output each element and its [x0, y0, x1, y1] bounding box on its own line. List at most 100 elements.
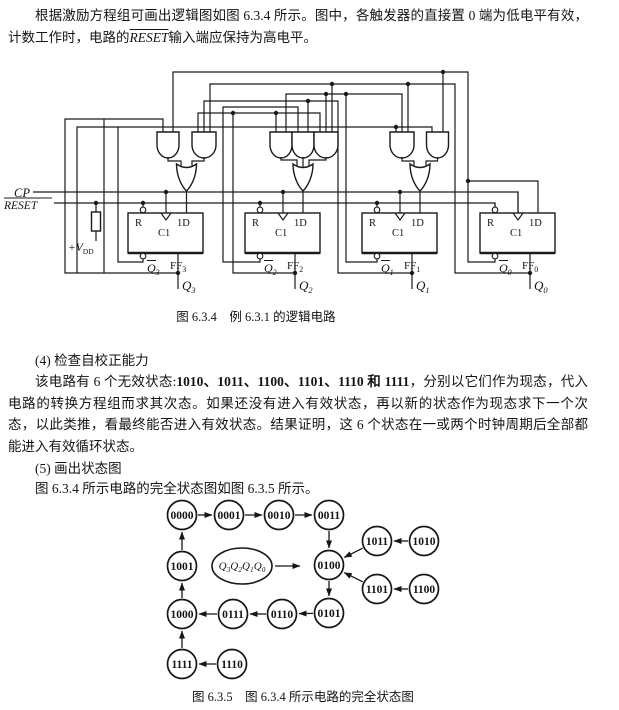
state-node-0011	[313, 499, 345, 531]
logic-circuit-figure: CP RESET +VDD R C1 1D Q3 FF3	[3, 69, 556, 295]
flipflop-ff0: R C1 1D Q0 FF0	[479, 206, 556, 277]
state-label-1011: 1011	[366, 536, 389, 548]
d-label: 1D	[529, 218, 542, 229]
invalid-states-list: 1010、1011、1100、1101、1110 和 1111	[176, 374, 410, 389]
state-node-1100	[408, 573, 440, 605]
paragraph-state-diagram: 图 6.3.4 所示电路的完全状态图如图 6.3.5 所示。	[35, 481, 319, 496]
state-node-1101	[361, 573, 393, 605]
reset-bubble	[373, 206, 381, 214]
ff-letters: FF	[170, 260, 182, 272]
state-label-0101: 0101	[318, 608, 341, 620]
ff-name: FF0	[522, 260, 538, 274]
ff-name: FF1	[404, 260, 420, 274]
r-label: R	[252, 218, 259, 229]
q-sub: 0	[543, 285, 548, 295]
state-label-1111: 1111	[171, 659, 192, 671]
qbar-letter: Q	[381, 261, 390, 275]
section-5-heading: (5) 画出状态图	[35, 461, 122, 476]
ff-sub: 1	[416, 265, 420, 274]
q-letter: Q	[416, 278, 426, 293]
paragraph-self-correction: 该电路有 6 个无效状态:1010、1011、1100、1101、1110 和 …	[8, 371, 588, 457]
state-node-1000	[166, 598, 198, 630]
or-gates	[175, 162, 431, 192]
ff-sub: 0	[534, 265, 538, 274]
q-sub: 1	[425, 285, 429, 295]
cp-label: CP	[14, 186, 30, 200]
paragraph-intro-text2: 输入端应保持为高电平。	[168, 29, 318, 45]
state-label-1000: 1000	[171, 609, 194, 621]
qbar-label: Q2	[264, 261, 277, 277]
state-label-1001: 1001	[171, 561, 194, 573]
paragraph-intro: 根据激励方程组可画出逻辑图如图 6.3.4 所示。图中，各触发器的直接置 0 端…	[8, 5, 588, 48]
ff-letters: FF	[404, 260, 416, 272]
qbar-label: Q1	[381, 261, 394, 277]
q3-output-label: Q3	[182, 278, 196, 295]
c1-label: C1	[158, 228, 170, 239]
clock-wedge	[277, 212, 289, 222]
state-node-1111	[166, 648, 198, 680]
or-output-wires	[185, 191, 421, 213]
state-node-1011	[361, 525, 393, 557]
state-node-0111	[217, 598, 249, 630]
qbar-sub: 1	[390, 268, 394, 277]
clock-wedge	[512, 212, 524, 222]
state-node-0000	[166, 499, 198, 531]
reset-bubble	[491, 206, 499, 214]
state-label-0011: 0011	[318, 510, 341, 522]
figure-635-caption: 图 6.3.5 图 6.3.4 所示电路的完全状态图	[192, 690, 414, 704]
state-node-0100	[313, 549, 345, 581]
ff-letters: FF	[287, 260, 299, 272]
d-label: 1D	[177, 218, 190, 229]
r-label: R	[369, 218, 376, 229]
qbar-letter: Q	[499, 261, 508, 275]
state-vector-label: Q3Q2Q1Q0	[219, 561, 266, 575]
state-node-0010	[263, 499, 295, 531]
pullup-resistor: +VDD	[68, 203, 102, 256]
state-node-0001	[213, 499, 245, 531]
vdd-sub: DD	[83, 247, 94, 256]
and-to-or-wires	[167, 157, 439, 168]
state-label-0110: 0110	[271, 609, 294, 621]
qbar-label: Q0	[499, 261, 512, 277]
qbar-sub: 2	[273, 268, 277, 277]
ff-sub: 2	[299, 265, 303, 274]
qbar-bubble	[373, 252, 381, 260]
ff-name: FF3	[170, 260, 186, 274]
state-edge-1101-0100	[343, 572, 363, 583]
qbar-sub: 3	[155, 268, 160, 277]
figure-634-caption: 图 6.3.4 例 6.3.1 的逻辑电路	[176, 310, 336, 324]
d-label: 1D	[411, 218, 424, 229]
flipflop-ff3: R C1 1D Q3 FF3	[127, 206, 204, 277]
state-edge-1011-0100	[343, 547, 363, 558]
vdd-main: +V	[68, 242, 85, 254]
feedback-bus-wires	[64, 71, 539, 274]
state-node-1110	[216, 648, 248, 680]
q-sub: 2	[308, 285, 313, 295]
state-label-1101: 1101	[366, 584, 389, 596]
state-label-1110: 1110	[221, 659, 243, 671]
reset-overline-word: RESET	[129, 29, 169, 45]
qbar-bubble	[491, 252, 499, 260]
q-letter: Q	[182, 278, 192, 293]
c1-label: C1	[275, 228, 287, 239]
state-label-0111: 0111	[222, 609, 244, 621]
q2-output-label: Q2	[299, 278, 313, 295]
state-label-0000: 0000	[171, 510, 194, 522]
state-node-1001	[166, 550, 198, 582]
qbar-label: Q3	[147, 261, 160, 277]
r-label: R	[135, 218, 142, 229]
flipflop-ff2: R C1 1D Q2 FF2	[244, 206, 321, 277]
c1-label: C1	[392, 228, 404, 239]
and-gates	[156, 131, 450, 159]
state-node-0101	[313, 597, 345, 629]
paragraph2-text2: ，分别以它们作为现态，代入电路的转换方程组而求其次态。如果还没有进入有效状态，再…	[8, 374, 588, 454]
q1-output-label: Q1	[416, 278, 430, 295]
q-letter: Q	[299, 278, 309, 293]
state-label-1100: 1100	[413, 584, 436, 596]
vdd-label: +VDD	[68, 242, 94, 256]
c1-label: C1	[510, 228, 522, 239]
state-label-0001: 0001	[218, 510, 241, 522]
qbar-sub: 0	[508, 268, 512, 277]
state-label-1010: 1010	[413, 536, 436, 548]
